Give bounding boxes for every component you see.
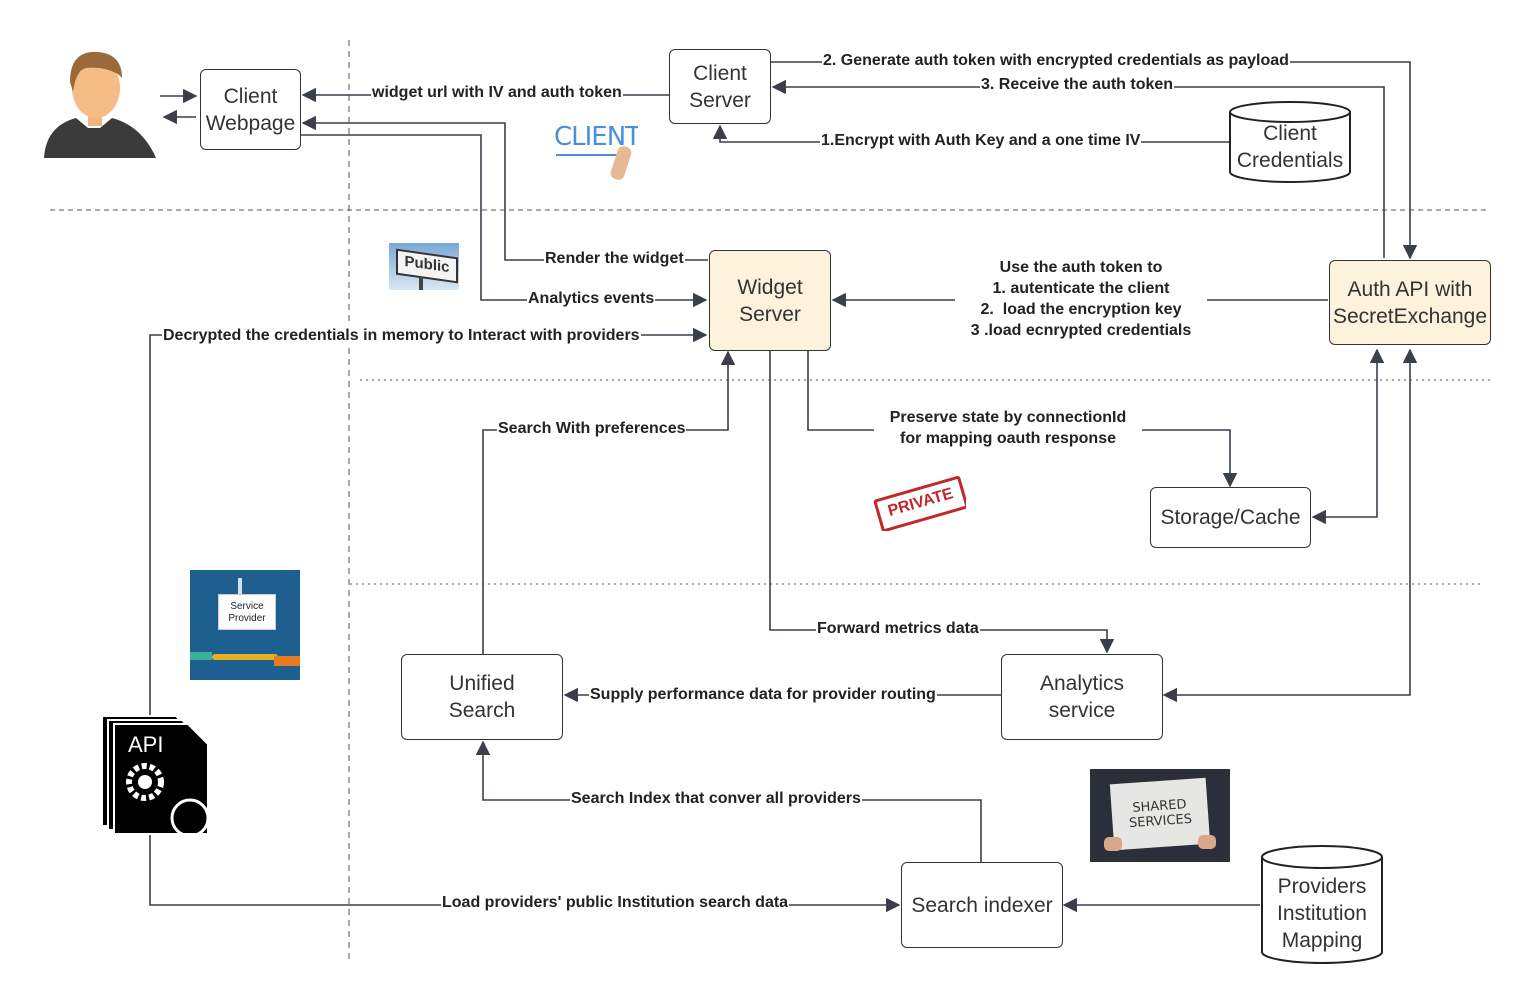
widget-url-label: widget url with IV and auth token <box>371 82 623 103</box>
user-avatar <box>44 51 156 158</box>
api-icon <box>101 715 210 838</box>
encrypt-label: 1.Encrypt with Auth Key and a one time I… <box>820 130 1142 151</box>
generate-token-label: 2. Generate auth token with encrypted cr… <box>822 50 1290 71</box>
client-credentials-cylinder <box>1229 101 1351 183</box>
service-provider-sticker: Service Provider <box>190 570 300 680</box>
providers-mapping-cylinder <box>1261 845 1383 964</box>
storage-cache-node[interactable]: Storage/Cache <box>1150 487 1311 548</box>
search-index-label: Search Index that conver all providers <box>570 788 862 809</box>
supply-perf-label: Supply performance data for provider rou… <box>589 684 937 705</box>
search-indexer-node[interactable]: Search indexer <box>901 862 1063 948</box>
receive-token-label: 3. Receive the auth token <box>980 74 1175 95</box>
widget-server-node[interactable]: Widget Server <box>709 250 831 351</box>
analytics-service-node[interactable]: Analytics service <box>1001 654 1163 740</box>
decrypt-label: Decrypted the credentials in memory to I… <box>162 325 641 346</box>
shared-services-sticker: SHARED SERVICES <box>1090 769 1230 862</box>
private-stamp-sticker: PRIVATE <box>870 473 966 531</box>
preserve-state-label: Preserve state by connectionId for mappi… <box>874 407 1142 449</box>
client-webpage-node[interactable]: Client Webpage <box>200 69 301 150</box>
client-credentials-label: Client Credentials <box>1236 122 1344 172</box>
client-server-node[interactable]: Client Server <box>669 49 771 124</box>
receive-token-arrow <box>771 79 1385 258</box>
use-token-label: Use the auth token to 1. autenticate the… <box>955 257 1207 341</box>
auth-api-node[interactable]: Auth API with SecretExchange <box>1329 260 1491 345</box>
forward-metrics-label: Forward metrics data <box>816 618 980 639</box>
auth-analytics-arrow <box>1162 348 1418 703</box>
analytics-events-label: Analytics events <box>527 288 656 309</box>
unified-search-node[interactable]: Unified Search <box>401 654 563 740</box>
search-prefs-arrow <box>482 350 736 654</box>
search-prefs-label: Search With preferences <box>497 418 687 439</box>
analytics-events-arrow <box>301 134 708 308</box>
load-providers-label: Load providers' public Institution searc… <box>441 892 790 913</box>
providers-mapping-label: Providers Institution Mapping <box>1277 875 1367 952</box>
storage-auth-arrow <box>1311 348 1385 525</box>
render-widget-label: Render the widget <box>544 248 685 269</box>
client-sticker: CLIENT <box>552 118 638 184</box>
public-sign-sticker: Public <box>389 243 459 290</box>
render-widget-arrow <box>301 115 708 261</box>
api-icon-label: API <box>128 732 164 757</box>
